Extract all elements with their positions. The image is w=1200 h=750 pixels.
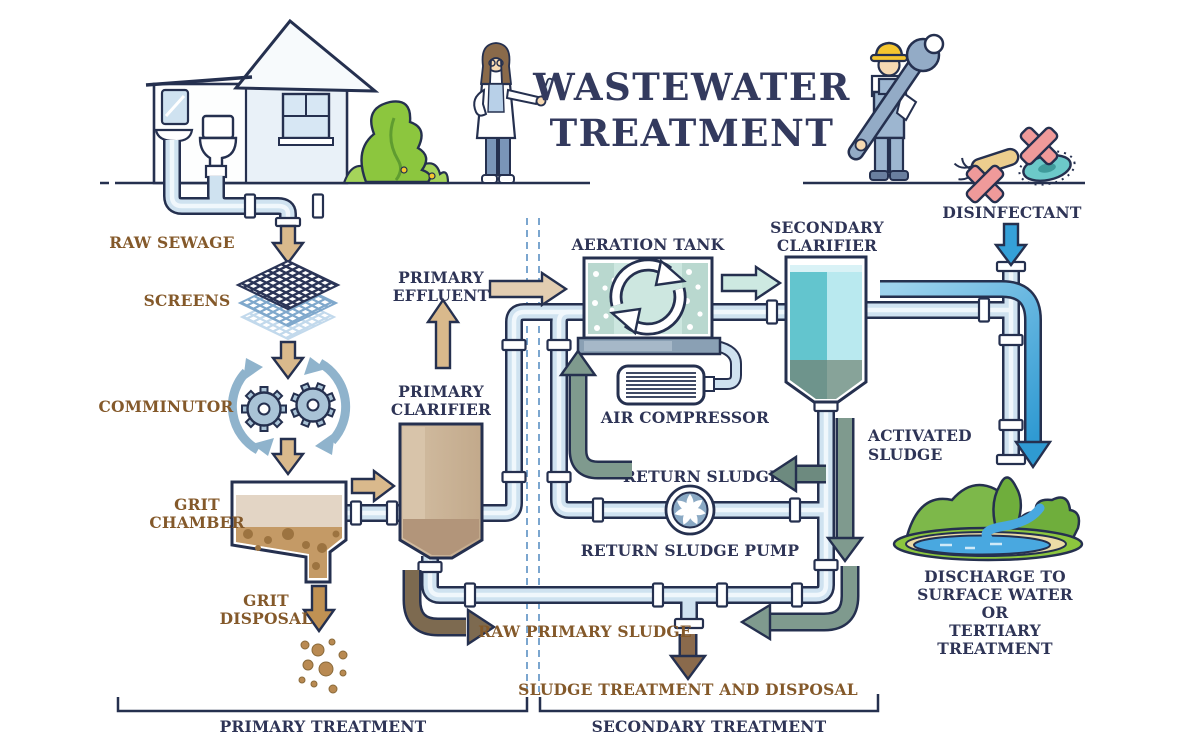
return-sludge-pump-label: RETURN SLUDGE PUMP xyxy=(581,541,800,560)
primary-treatment-bracket xyxy=(116,697,529,713)
comminutor-icon xyxy=(227,357,351,456)
secondary-clarifier-label-line1: SECONDARY xyxy=(770,218,884,237)
primary-effluent-label-line2: EFFLUENT xyxy=(393,286,490,305)
sludge-disposal-down-arrow xyxy=(668,654,708,682)
grit-disposal-label-line2: DISPOSAL xyxy=(220,609,313,628)
flow-arrow-down xyxy=(270,437,306,476)
aeration-tank-label: AERATION TANK xyxy=(571,235,725,254)
disinfection-discharge: DISINFECTANT DISCHARGE TO SURFACE WATER … xyxy=(880,203,1084,658)
primary-clarifier-tank: PRIMARY CLARIFIER xyxy=(391,382,491,560)
discharge-label-line2: SURFACE WATER xyxy=(917,585,1073,604)
grit-chamber-label-line2: CHAMBER xyxy=(149,513,244,532)
activated-sludge-label-line1: ACTIVATED xyxy=(867,426,972,445)
test-tube-icon xyxy=(541,77,554,99)
disinfectant-arrow xyxy=(993,222,1029,267)
return-sludge-left-arrow xyxy=(767,454,798,494)
sludge-treatment-label: SLUDGE TREATMENT AND DISPOSAL xyxy=(518,680,858,699)
sludge-tee-cap xyxy=(673,617,705,630)
scientist-figure xyxy=(473,42,554,184)
worker-figure xyxy=(847,33,945,181)
flow-arrow-down xyxy=(270,340,306,380)
activated-sludge-down-arrow xyxy=(825,536,865,564)
raw-primary-sludge-arrow xyxy=(466,607,497,647)
primary-clarifier-label-line1: PRIMARY xyxy=(398,382,485,401)
window xyxy=(278,92,334,146)
lake-icon xyxy=(892,476,1084,562)
x-mark-icon xyxy=(1019,126,1059,166)
grit-particles xyxy=(298,638,348,694)
primary-treatment-label: PRIMARY TREATMENT xyxy=(220,717,427,736)
secondary-clarifier-tank: SECONDARY CLARIFIER xyxy=(770,218,884,404)
secondary-treatment-label: SECONDARY TREATMENT xyxy=(592,717,827,736)
grit-chamber-tank: GRIT CHAMBER xyxy=(149,480,348,584)
aeration-tank: AERATION TANK xyxy=(571,235,725,356)
raw-sewage-label: RAW SEWAGE xyxy=(109,233,234,252)
bacteria-oval-icon xyxy=(1018,150,1076,186)
grit-disposal-arrow xyxy=(301,584,337,634)
primary-effluent-label-line1: PRIMARY xyxy=(398,268,485,287)
sludge-flow-arrows: ACTIVATED SLUDGE xyxy=(558,348,972,642)
discharge-label-line5: TREATMENT xyxy=(937,639,1053,658)
toilet-icon xyxy=(198,114,238,179)
activated-sludge-left-arrow xyxy=(739,602,772,642)
secondary-treatment-bracket xyxy=(538,694,880,713)
comminutor-label: COMMINUTOR xyxy=(98,397,233,416)
activated-sludge-label-line2: SLUDGE xyxy=(868,445,942,464)
flow-arrow-right xyxy=(720,264,783,302)
return-sludge-up-arrow xyxy=(558,348,598,377)
raw-primary-sludge-label: RAW PRIMARY SLUDGE xyxy=(478,622,692,641)
flow-arrow-down xyxy=(270,224,306,265)
x-mark-icon xyxy=(965,164,1005,204)
discharge-outlet-cap xyxy=(995,453,1027,466)
house-roof xyxy=(232,18,380,93)
return-sludge-pump: RETURN SLUDGE RETURN SLUDGE PUMP xyxy=(581,467,800,560)
house xyxy=(145,18,450,185)
screens-icon xyxy=(235,259,341,341)
page-title-line2: TREATMENT xyxy=(550,111,835,155)
stage-brackets: PRIMARY TREATMENT SECONDARY TREATMENT xyxy=(116,694,880,736)
grit-disposal-label-line1: GRIT xyxy=(243,591,289,610)
discharge-label-line4: TERTIARY xyxy=(949,621,1042,640)
primary-effluent-arrow-right xyxy=(488,270,569,308)
flow-arrow-right xyxy=(350,468,396,504)
primary-effluent-arrow-up xyxy=(425,297,461,370)
pipes xyxy=(172,140,1027,630)
discharge-flow-arrow xyxy=(1013,440,1053,470)
page-title-line1: WASTEWATER xyxy=(532,65,851,109)
disinfectant-label: DISINFECTANT xyxy=(942,203,1082,222)
return-sludge-label: RETURN SLUDGE xyxy=(623,467,781,486)
grit-chamber-label-line1: GRIT xyxy=(174,495,220,514)
primary-clarifier-label-line2: CLARIFIER xyxy=(391,400,491,419)
pretreatment-chain: RAW SEWAGE SCREENS xyxy=(98,224,351,476)
wrench-icon xyxy=(847,33,945,161)
discharge-label-line1: DISCHARGE TO xyxy=(924,567,1066,586)
air-compressor-label: AIR COMPRESSOR xyxy=(600,408,769,427)
secondary-clarifier-label-line2: CLARIFIER xyxy=(777,236,877,255)
bush-icon xyxy=(342,100,450,185)
pipe-couplings xyxy=(243,193,1027,630)
air-compressor: AIR COMPRESSOR xyxy=(600,364,769,427)
screens-label: SCREENS xyxy=(144,291,231,310)
discharge-label-line3: OR xyxy=(982,603,1009,622)
microbes-crossed xyxy=(953,126,1076,204)
primary-sludge-arrows: RAW PRIMARY SLUDGE SLUDGE TREATMENT AND … xyxy=(402,570,858,699)
recirculation-icon xyxy=(609,258,687,336)
hard-hat-icon xyxy=(874,41,904,59)
